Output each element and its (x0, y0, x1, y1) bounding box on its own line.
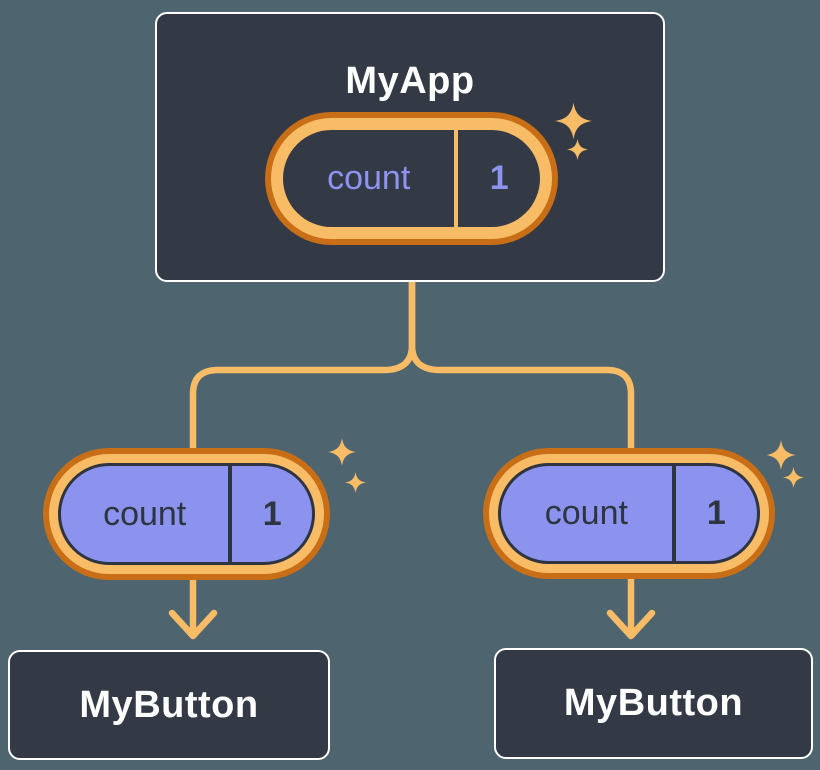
state-pill-divider (454, 130, 459, 227)
prop-pill-left-body: count 1 (58, 463, 315, 565)
prop-pill-right-body: count 1 (498, 463, 760, 564)
state-pill-value: 1 (489, 159, 509, 197)
state-pill-label: count (327, 159, 411, 197)
sparkle-icon (783, 467, 804, 488)
arrowhead-left-icon (168, 609, 218, 640)
state-pill-ring: count 1 (271, 118, 552, 239)
prop-pill-right: count 1 (483, 448, 775, 579)
prop-pill-left-ring: count 1 (49, 454, 324, 574)
state-pill-myapp: count 1 (265, 112, 558, 245)
prop-pill-right-ring: count 1 (489, 454, 769, 573)
state-pill-body: count 1 (283, 130, 540, 227)
sparkle-icon (345, 472, 366, 493)
arrowhead-right-icon (606, 609, 656, 640)
mybutton-right-title: MyButton (563, 682, 744, 724)
prop-pill-right-value: 1 (706, 494, 726, 532)
prop-pill-right-label: count (544, 494, 628, 532)
sparkle-icon (567, 139, 588, 160)
sparkle-icon (766, 440, 796, 470)
mybutton-node-right: MyButton (494, 648, 813, 759)
prop-pill-left-label: count (103, 494, 187, 533)
prop-pill-right-divider (671, 466, 676, 561)
mybutton-node-left: MyButton (8, 650, 330, 760)
mybutton-left-title: MyButton (79, 683, 259, 726)
prop-pill-left-value: 1 (262, 494, 282, 533)
sparkle-icon (328, 438, 356, 466)
sparkle-icon (555, 102, 592, 140)
myapp-node-title: MyApp (345, 60, 475, 102)
prop-pill-left: count 1 (43, 448, 330, 580)
